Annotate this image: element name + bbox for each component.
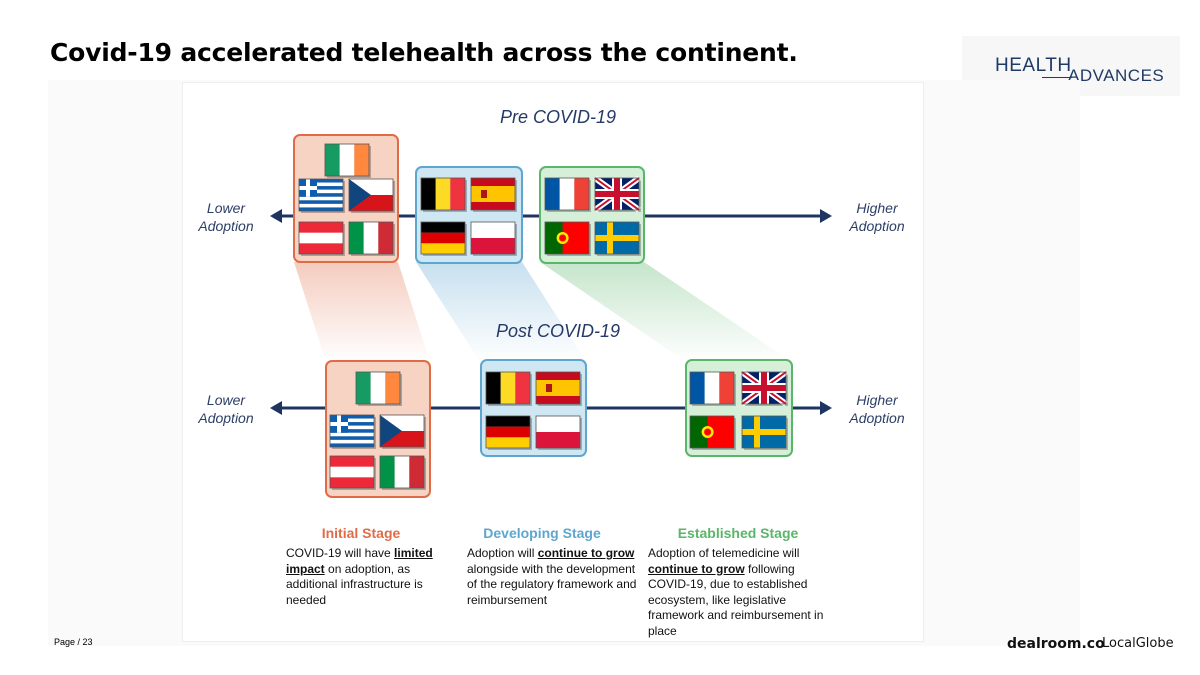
pre-flag-czech-republic-icon xyxy=(348,178,395,213)
transition-developing xyxy=(416,262,586,362)
stage-initial-description: COVID-19 will have limited impact on ado… xyxy=(286,546,433,607)
page-number: Page / 23 xyxy=(54,637,93,647)
stage-established-description: Adoption of telemedicine will continue t… xyxy=(648,546,824,638)
pre-flag-france-icon xyxy=(544,177,591,212)
pre-flag-sweden-icon xyxy=(594,221,641,256)
pre-flag-belgium-icon xyxy=(420,177,467,212)
logo-rule xyxy=(1042,77,1072,78)
post-flag-greece-icon xyxy=(329,414,376,449)
post-flag-ireland-icon xyxy=(355,371,402,406)
post-flag-italy-icon xyxy=(379,455,426,490)
post-covid-title: Post COVID-19 xyxy=(495,321,621,341)
logo-text-advances: ADVANCES xyxy=(1068,66,1165,85)
pre-flag-germany-icon xyxy=(420,221,467,256)
localglobe-logo: LocalGlobe xyxy=(1102,636,1174,651)
pre-flag-spain-icon xyxy=(470,177,517,212)
post-flag-sweden-icon xyxy=(741,415,788,450)
dealroom-logo: dealroom.co xyxy=(1007,636,1105,652)
pre-flag-united-kingdom-icon xyxy=(593,175,641,213)
transition-initial xyxy=(294,262,430,362)
pre-flag-austria-icon xyxy=(298,221,345,256)
post-flag-france-icon xyxy=(689,371,736,406)
stage-developing-title: Developing Stage xyxy=(483,525,601,541)
pre-flag-portugal-icon xyxy=(544,221,591,256)
post-flag-austria-icon xyxy=(329,455,376,490)
pre-flag-greece-icon xyxy=(298,178,345,213)
logo-text-health: HEALTH xyxy=(995,55,1072,76)
post-flag-portugal-icon xyxy=(689,415,736,450)
post-flag-united-kingdom-icon xyxy=(740,369,788,407)
transition-established xyxy=(540,262,792,362)
pre-flag-poland-icon xyxy=(470,221,517,256)
pre-flag-italy-icon xyxy=(348,221,395,256)
pre-flag-ireland-icon xyxy=(324,143,371,178)
post-flag-belgium-icon xyxy=(485,371,532,406)
post-flag-spain-icon xyxy=(535,371,582,406)
stage-initial-title: Initial Stage xyxy=(321,525,401,541)
slide-title: Covid-19 accelerated telehealth across t… xyxy=(50,38,798,67)
post-flag-germany-icon xyxy=(485,415,532,450)
post-flag-czech-republic-icon xyxy=(379,414,426,449)
post-flag-poland-icon xyxy=(535,415,582,450)
stage-established-title: Established Stage xyxy=(677,525,799,541)
stage-developing-description: Adoption will continue to grow alongside… xyxy=(467,546,637,607)
pre-covid-title: Pre COVID-19 xyxy=(499,107,617,127)
